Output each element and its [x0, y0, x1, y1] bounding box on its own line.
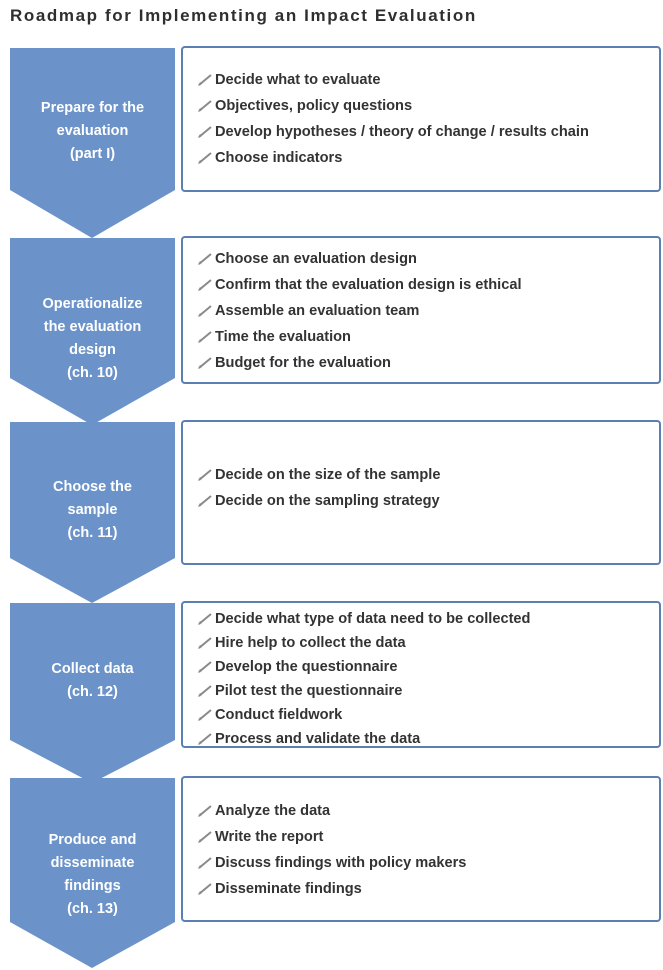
stage-label-line: Produce and — [48, 832, 137, 848]
list-item: Assemble an evaluation team — [197, 298, 522, 324]
item-text: Assemble an evaluation team — [215, 303, 420, 319]
stage-3-label: Choose the sample (ch. 11) — [10, 476, 175, 545]
pencil-icon — [197, 252, 213, 266]
pencil-icon — [197, 494, 213, 508]
stage-label-line: the evaluation — [43, 319, 142, 335]
item-text: Decide what type of data need to be coll… — [215, 611, 531, 627]
pencil-icon — [197, 125, 213, 139]
list-item: Decide on the size of the sample — [197, 462, 440, 488]
item-text: Budget for the evaluation — [215, 355, 391, 371]
list-item: Conduct fieldwork — [197, 703, 530, 727]
item-text: Decide what to evaluate — [215, 72, 381, 88]
stage-5-label: Produce and disseminate findings (ch. 13… — [10, 829, 175, 921]
list-item: Decide on the sampling strategy — [197, 488, 440, 514]
pencil-icon — [197, 636, 213, 650]
stage-label-line: sample — [67, 502, 118, 518]
item-text: Hire help to collect the data — [215, 635, 406, 651]
stage-label-line: Choose the — [53, 479, 132, 495]
pencil-icon — [197, 804, 213, 818]
list-item: Objectives, policy questions — [197, 93, 589, 119]
stage-label-line: Prepare for the — [40, 100, 145, 116]
chevron-3 — [10, 422, 175, 603]
chevron-2 — [10, 238, 175, 425]
stage-2-label: Operationalize the evaluation design (ch… — [10, 293, 175, 385]
list-item: Choose an evaluation design — [197, 246, 522, 272]
item-text: Pilot test the questionnaire — [215, 683, 403, 699]
pencil-icon — [197, 356, 213, 370]
list-item: Disseminate findings — [197, 876, 466, 902]
pencil-icon — [197, 684, 213, 698]
stage-label-line: evaluation — [56, 123, 129, 139]
list-item: Confirm that the evaluation design is et… — [197, 272, 522, 298]
stage-label-line: Operationalize — [42, 296, 143, 312]
list-item: Hire help to collect the data — [197, 631, 530, 655]
stage-4-box: Decide what type of data need to be coll… — [181, 601, 661, 748]
pencil-icon — [197, 73, 213, 87]
item-text: Decide on the sampling strategy — [215, 493, 440, 509]
list-item: Analyze the data — [197, 798, 466, 824]
pencil-icon — [197, 732, 213, 746]
pencil-icon — [197, 99, 213, 113]
stage-label-line: Collect data — [51, 661, 134, 677]
pencil-icon — [197, 151, 213, 165]
item-text: Discuss findings with policy makers — [215, 855, 467, 871]
item-text: Conduct fieldwork — [215, 707, 343, 723]
item-text: Choose indicators — [215, 150, 343, 166]
list-item: Develop hypotheses / theory of change / … — [197, 119, 589, 145]
pencil-icon — [197, 708, 213, 722]
stage-1-label: Prepare for the evaluation (part I) — [10, 97, 175, 166]
stage-label-line: (ch. 10) — [67, 365, 118, 381]
stage-3-box: Decide on the size of the sample Decide … — [181, 420, 661, 565]
list-item: Choose indicators — [197, 145, 589, 171]
item-text: Disseminate findings — [215, 881, 362, 897]
stage-1-box: Decide what to evaluate Objectives, poli… — [181, 46, 661, 192]
list-item: Decide what to evaluate — [197, 67, 589, 93]
pencil-icon — [197, 278, 213, 292]
chevron-5 — [10, 778, 175, 968]
stage-label-line: findings — [64, 878, 121, 894]
stage-2-box: Choose an evaluation design Confirm that… — [181, 236, 661, 384]
pencil-icon — [197, 612, 213, 626]
stage-label-line: (part I) — [69, 146, 116, 162]
stage-label-line: (ch. 13) — [67, 901, 118, 917]
pencil-icon — [197, 660, 213, 674]
pencil-icon — [197, 304, 213, 318]
chevron-4 — [10, 603, 175, 783]
list-item: Develop the questionnaire — [197, 655, 530, 679]
item-text: Develop the questionnaire — [215, 659, 398, 675]
stage-label-line: disseminate — [50, 855, 135, 871]
item-text: Write the report — [215, 829, 324, 845]
stage-5-box: Analyze the data Write the report Discus… — [181, 776, 661, 922]
item-text: Choose an evaluation design — [215, 251, 417, 267]
list-item: Budget for the evaluation — [197, 350, 522, 376]
pencil-icon — [197, 330, 213, 344]
list-item: Pilot test the questionnaire — [197, 679, 530, 703]
item-text: Process and validate the data — [215, 731, 421, 747]
list-item: Time the evaluation — [197, 324, 522, 350]
pencil-icon — [197, 468, 213, 482]
list-item: Discuss findings with policy makers — [197, 850, 466, 876]
list-item: Decide what type of data need to be coll… — [197, 607, 530, 631]
pencil-icon — [197, 830, 213, 844]
list-item: Write the report — [197, 824, 466, 850]
item-text: Analyze the data — [215, 803, 331, 819]
pencil-icon — [197, 882, 213, 896]
item-text: Confirm that the evaluation design is et… — [215, 277, 522, 293]
item-text: Objectives, policy questions — [215, 98, 413, 114]
stage-label-line: (ch. 12) — [67, 684, 118, 700]
pencil-icon — [197, 856, 213, 870]
chevron-1 — [10, 48, 175, 238]
stage-label-line: design — [69, 342, 116, 358]
item-text: Decide on the size of the sample — [215, 467, 441, 483]
item-text: Time the evaluation — [215, 329, 351, 345]
stage-4-label: Collect data (ch. 12) — [10, 658, 175, 704]
item-text: Develop hypotheses / theory of change / … — [215, 124, 589, 140]
diagram-title: Roadmap for Implementing an Impact Evalu… — [10, 6, 477, 25]
stage-label-line: (ch. 11) — [67, 525, 118, 541]
list-item: Process and validate the data — [197, 727, 530, 751]
